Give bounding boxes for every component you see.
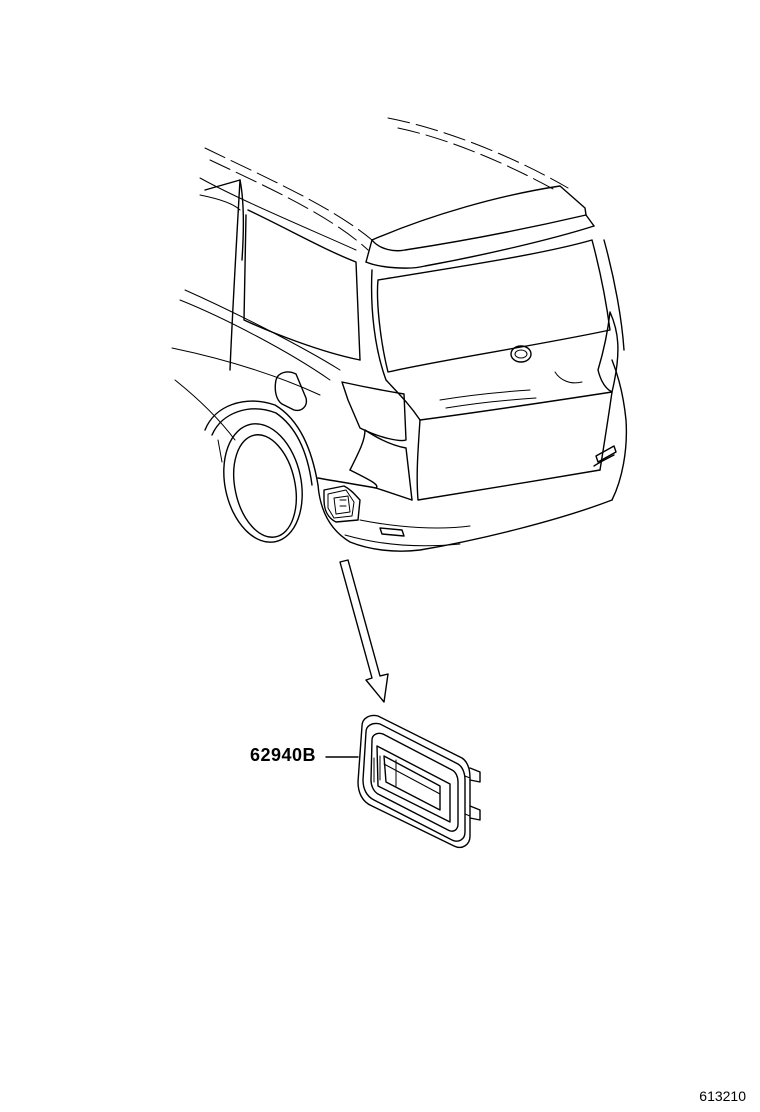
part-number-label[interactable]: 62940B: [250, 745, 317, 765]
vent-location-icon: [323, 485, 361, 523]
vehicle-illustration: [171, 117, 628, 552]
air-outlet-vent-icon: [357, 714, 481, 849]
figure-id: 613210: [699, 1088, 746, 1104]
pointer-arrow-icon: [339, 559, 389, 703]
